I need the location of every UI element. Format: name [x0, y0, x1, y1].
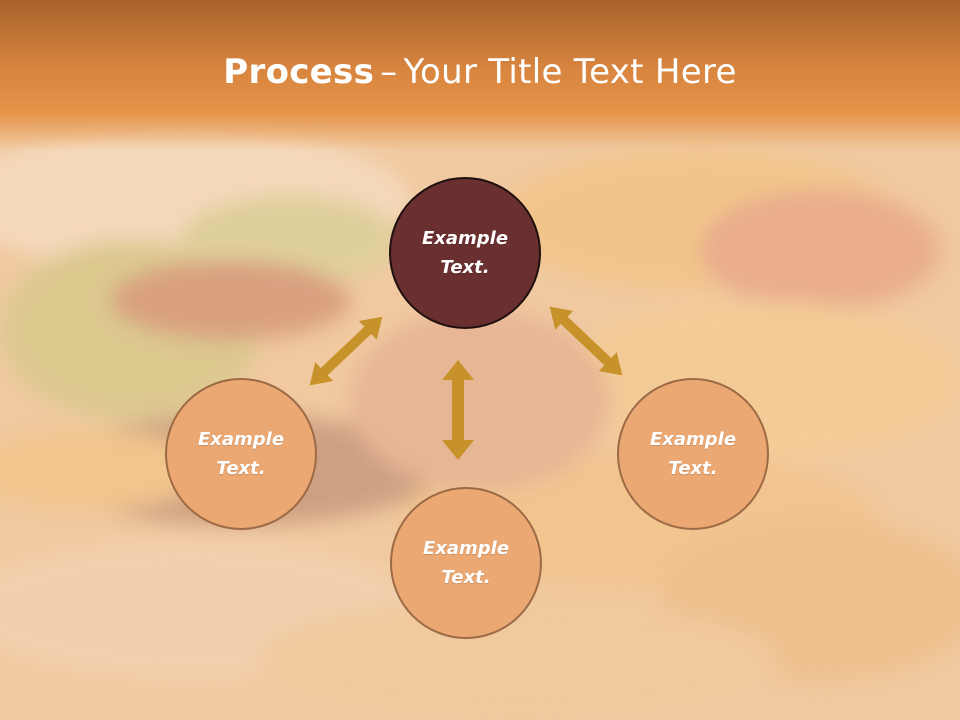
- title-dash: –: [380, 52, 398, 92]
- node-left-label: Example Text.: [197, 429, 285, 479]
- title-rest: Your Title Text Here: [403, 52, 737, 92]
- center-node-label: Example Text.: [421, 228, 509, 278]
- node-bottom[interactable]: Example Text.: [390, 487, 542, 639]
- node-right-label: Example Text.: [649, 429, 737, 479]
- node-left[interactable]: Example Text.: [165, 378, 317, 530]
- title-bold: Process: [223, 52, 375, 92]
- node-right[interactable]: Example Text.: [617, 378, 769, 530]
- node-bottom-label: Example Text.: [422, 538, 510, 588]
- slide-title[interactable]: Process–Your Title Text Here: [0, 52, 960, 92]
- center-node[interactable]: Example Text.: [389, 177, 541, 329]
- header-band: [0, 0, 960, 150]
